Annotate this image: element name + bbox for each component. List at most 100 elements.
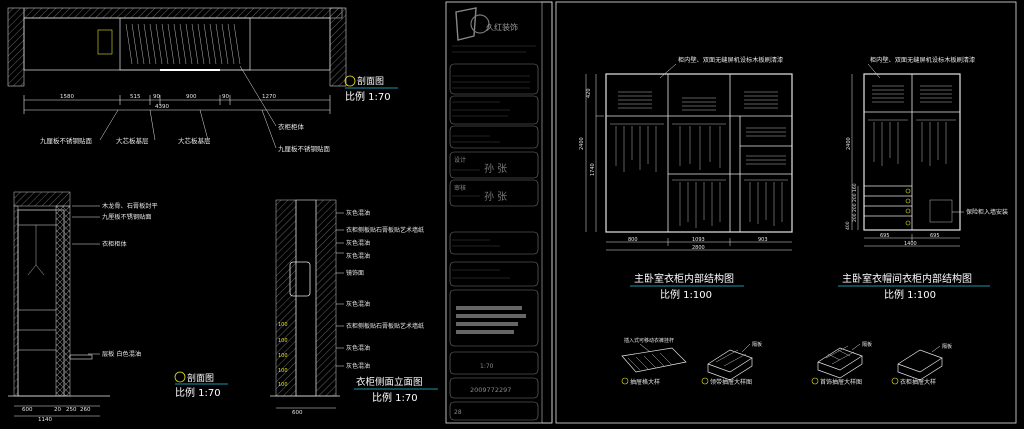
side-callout-1: 灰色混油: [346, 209, 370, 217]
cloakroom-title: 主卧室衣帽间衣柜内部结构图: [842, 272, 972, 285]
master-dim-left-1: 420: [586, 88, 592, 98]
top-callout-4: 衣柜柜体: [278, 122, 305, 131]
cloakroom-dim-left-5: 200: [852, 213, 858, 222]
side-dim-3: 100: [278, 353, 288, 359]
title-block: 久红装饰 设计 孙 张 审核 孙 张 1:70 2009772297: [445, 1, 553, 424]
left-dim-1: 600: [22, 407, 33, 413]
cloakroom-dim-left-6: 400: [845, 221, 851, 230]
side-callout-2: 衣柜侧板贴石膏板贴艺术墙纸: [346, 226, 424, 234]
cloakroom-dim-bottom-1: 695: [880, 233, 890, 239]
cloakroom-dim-left-4: 200: [852, 203, 858, 212]
right-wall-hatch: [329, 7, 347, 87]
logo-text: 久红装饰: [486, 22, 518, 32]
side-bottom-dim: 600: [292, 410, 303, 416]
designer-value: 孙 张: [484, 162, 507, 175]
drawer-handle-icons: [905, 188, 911, 226]
left-dim-2: 20: [54, 407, 61, 413]
master-title: 主卧室衣柜内部结构图: [634, 272, 734, 285]
scale-value: 1:70: [480, 363, 494, 370]
left-section-scale: 比例 1:70: [175, 386, 221, 399]
company-logo: 久红装饰: [455, 7, 518, 41]
top-dim-3: 90: [153, 94, 160, 100]
cloakroom-elevation: 柜内壁、双面无缝屏机设标木板刷清漆 保险柜入墙安装: [838, 56, 1008, 301]
cloakroom-top-note: 柜内壁、双面无缝屏机设标木板刷清漆: [870, 56, 975, 64]
master-scale: 比例 1:100: [660, 288, 712, 301]
master-dim-bottom-3: 903: [758, 237, 768, 243]
page-number: 28: [454, 409, 462, 416]
side-callout-8: 灰色混油: [346, 362, 370, 370]
top-dim-5: 90: [222, 94, 229, 100]
left-dim-3: 250: [66, 407, 77, 413]
checker-label: 审核: [454, 184, 466, 192]
top-total-dim: 4390: [155, 104, 169, 110]
section-marker-top: [344, 75, 356, 87]
master-top-note: 柜内壁、双面无缝屏机设标木板刷清漆: [678, 56, 783, 64]
top-section-title: 剖面图: [357, 75, 384, 87]
master-dim-bottom-2: 1093: [692, 237, 705, 243]
cloakroom-dim-bottom-2: 695: [930, 233, 940, 239]
top-dim-1: 1580: [60, 94, 74, 100]
mirror-panel: [289, 261, 311, 297]
side-callout-6: 衣柜侧板贴石膏板贴艺术墙纸: [346, 322, 424, 330]
hanging-garments: [610, 123, 788, 228]
side-dim-4: 100: [278, 368, 288, 374]
top-section-plan: 1580 515 90 900 90 1270 4390 九厘板不锈钢贴面 大芯…: [7, 7, 398, 153]
master-dim-left-2: 2400: [579, 137, 585, 150]
detail-label-2: 领带抽屉大样图: [710, 378, 752, 386]
cloakroom-dim-left-2: 160: [852, 183, 858, 192]
drawer-plan: [97, 29, 113, 55]
top-section-scale: 比例 1:70: [345, 90, 391, 103]
section-marker-left: [174, 371, 186, 383]
side-dim-5: 100: [278, 382, 288, 388]
detail-label-4: 衣柜抽屉大样: [900, 378, 936, 386]
top-dim-6: 1270: [262, 94, 276, 100]
left-callout-2: 九厘板不锈钢贴面: [102, 213, 152, 221]
cloakroom-total-dim: 1400: [904, 241, 917, 247]
left-section-title: 剖面图: [187, 372, 214, 384]
detail-callout-2: 隔板: [752, 341, 762, 348]
cloakroom-scale: 比例 1:100: [884, 288, 936, 301]
master-dim-bottom-1: 800: [628, 237, 638, 243]
cloakroom-side-note: 保险柜入墙安装: [966, 208, 1008, 216]
designer-label: 设计: [454, 156, 466, 164]
folded-clothes-stacks: [618, 91, 786, 165]
detail-callout-4: 隔板: [942, 343, 952, 350]
checker-value: 孙 张: [484, 190, 507, 203]
left-wall-hatch: [7, 7, 25, 87]
detail-callout-1: 插入式可移动衣裤挂杆: [624, 337, 674, 344]
left-callout-3: 衣柜柜体: [102, 240, 128, 248]
top-callout-1: 九厘板不锈钢贴面: [40, 136, 93, 145]
side-elevation: 600 灰色混油 衣柜侧板贴石膏板贴艺术墙纸 灰色混油 镜饰面 灰色混油 衣柜侧…: [270, 199, 438, 416]
top-callout-2: 大芯板基层: [116, 136, 149, 145]
side-callout-9: 灰色混油: [346, 252, 370, 260]
side-dim-2: 100: [278, 338, 288, 344]
left-total-dim: 1140: [38, 417, 52, 423]
top-wall-hatch: [23, 7, 343, 19]
detail-label-1: 抽屉格大样: [630, 378, 660, 386]
side-callout-4: 镜饰面: [346, 269, 364, 277]
top-dim-2: 515: [130, 94, 141, 100]
side-callout-5: 灰色混油: [346, 300, 370, 308]
top-dim-4: 900: [186, 94, 197, 100]
top-callout-3: 大芯板基层: [178, 136, 211, 145]
cloakroom-dim-left-1: 2400: [846, 137, 852, 150]
drawing-number: 2009772297: [470, 386, 511, 394]
left-callout-4: 层板 白色混油: [102, 350, 141, 358]
cloakroom-dim-left-3: 200: [852, 193, 858, 202]
drawer-details: 插入式可移动衣裤挂杆 抽屉格大样 隔板 领带抽屉大样图 隔板 首饰抽屉大样图 隔…: [621, 337, 952, 386]
detail-label-3: 首饰抽屉大样图: [820, 378, 862, 386]
side-callout-7: 灰色混油: [346, 344, 370, 352]
left-section: 600 20 250 260 1140 木龙骨、石膏板封平 九厘板不锈钢贴面 衣…: [8, 191, 228, 423]
hanger-icon: [27, 264, 45, 276]
master-wardrobe-elevation: 柜内壁、双面无缝屏机设标木板刷清漆: [579, 56, 793, 301]
top-callout-5: 九厘板不锈钢贴面: [278, 144, 331, 153]
master-total-dim: 2800: [692, 245, 705, 251]
detail-callout-3: 隔板: [862, 341, 872, 348]
left-dim-4: 260: [80, 407, 91, 413]
hanging-clothes-plan: [125, 23, 241, 65]
side-elevation-title: 衣柜侧面立面图: [356, 376, 423, 388]
right-sheet-frame: [555, 1, 1017, 424]
left-callout-1: 木龙骨、石膏板封平: [102, 202, 158, 210]
